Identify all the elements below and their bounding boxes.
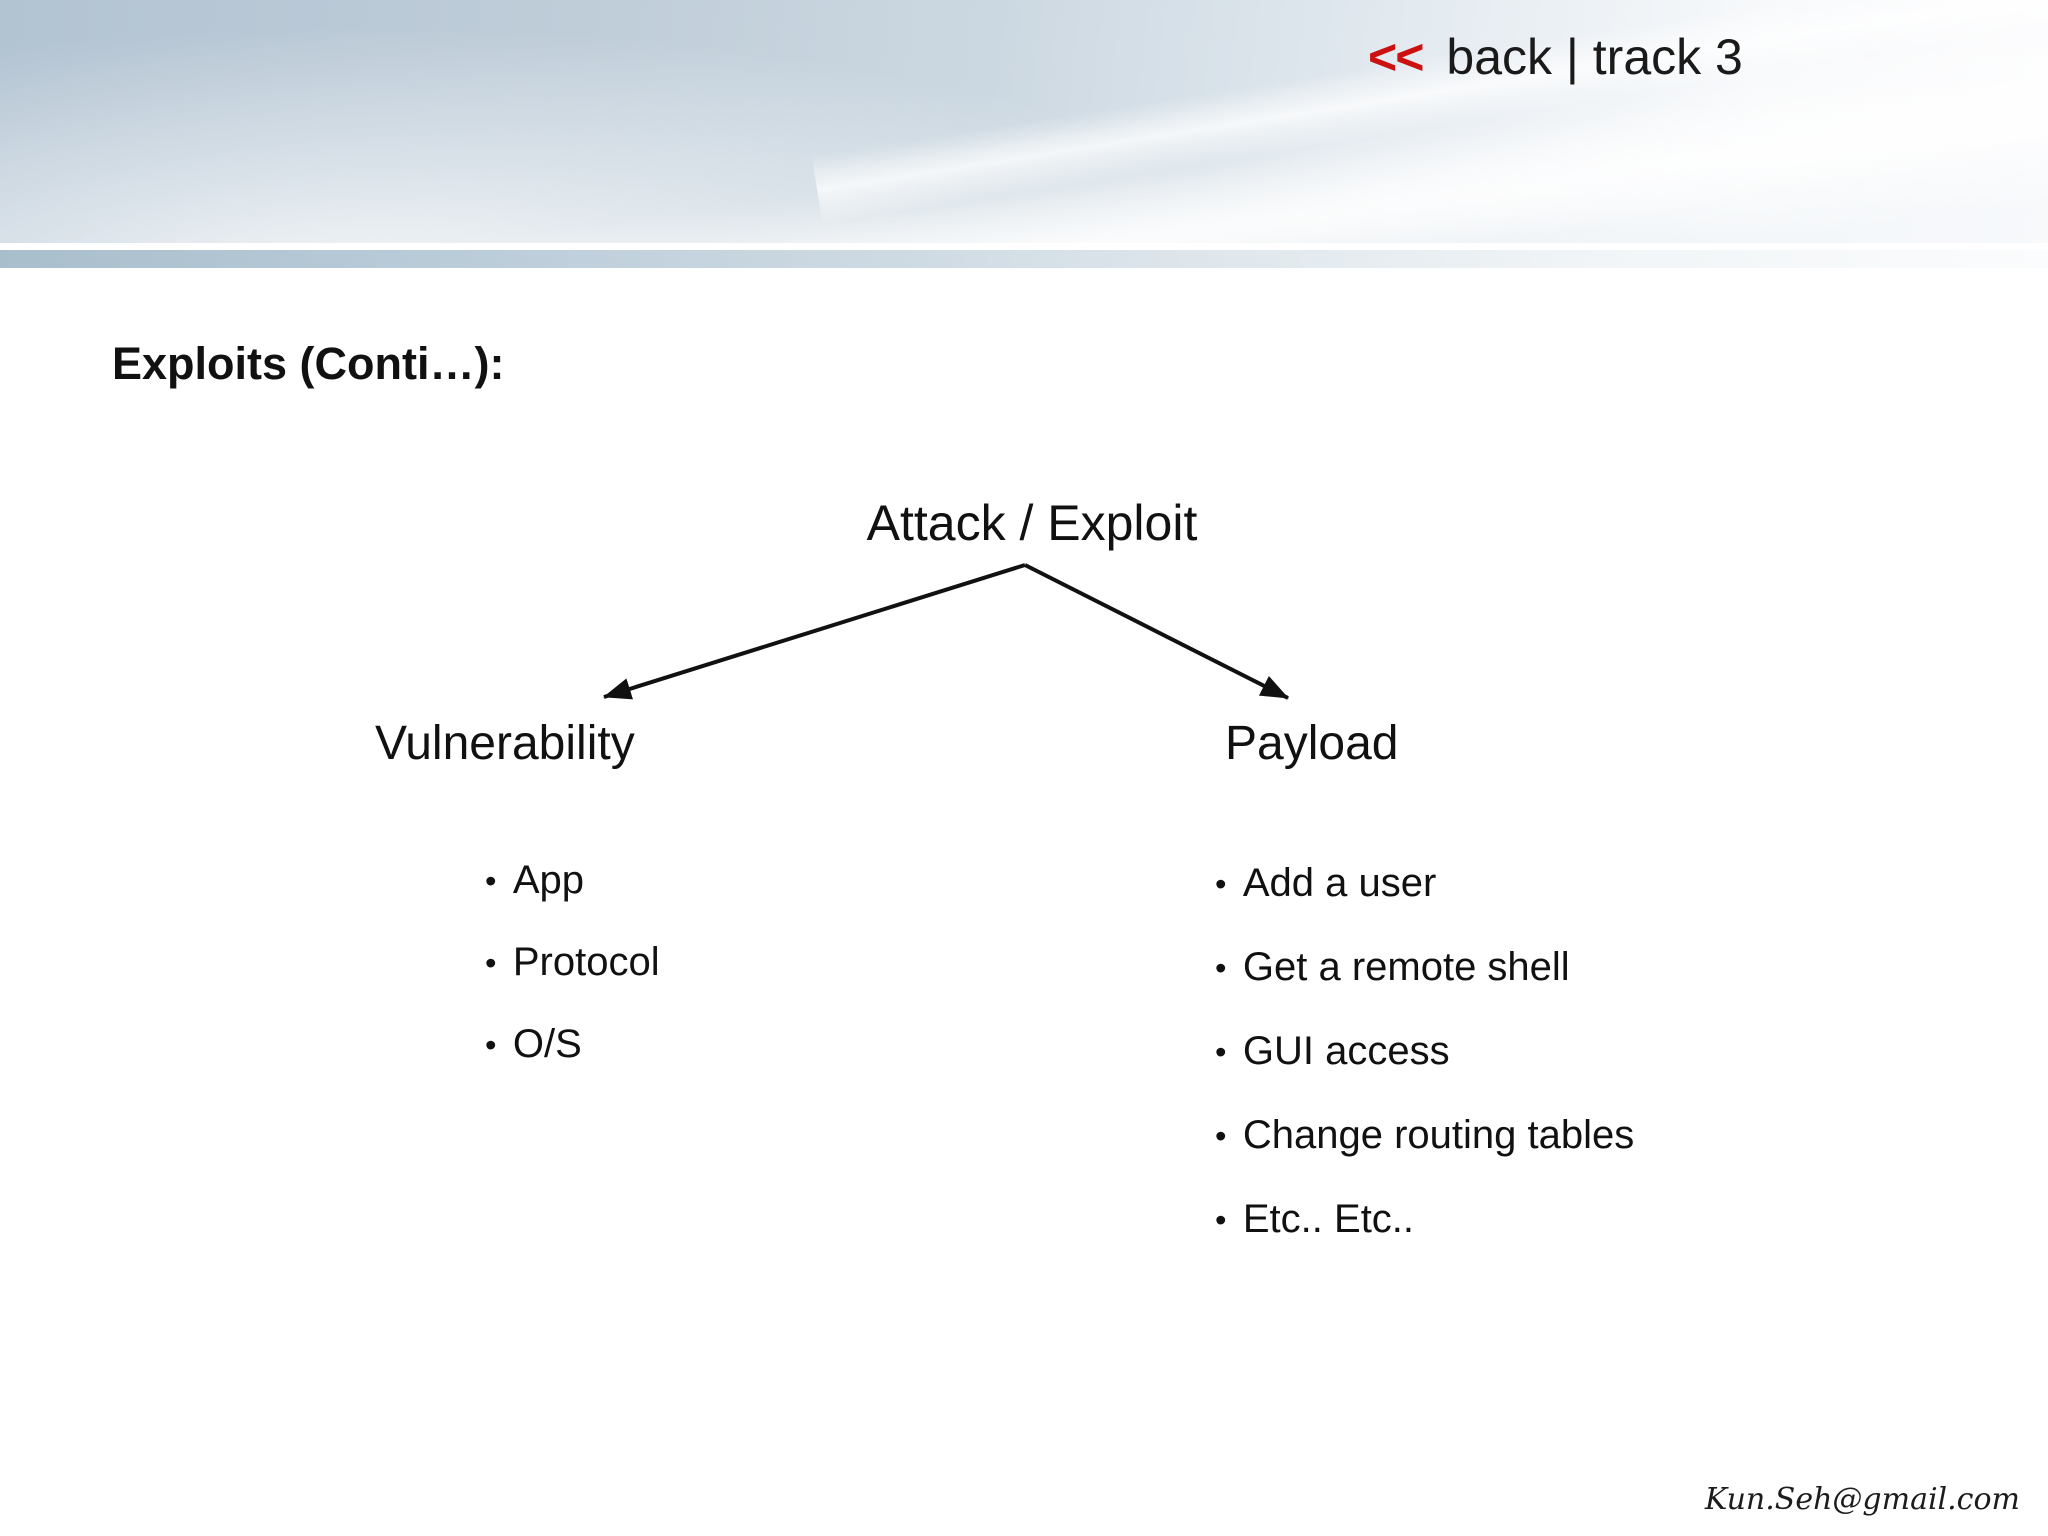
list-item: Change routing tables — [1215, 1094, 1634, 1178]
list-item: O/S — [485, 1004, 660, 1086]
slide-title: Exploits (Conti…): — [112, 338, 505, 389]
nav-label: back | track 3 — [1446, 29, 1743, 85]
branch-label-payload: Payload — [1225, 717, 1399, 770]
list-item: Protocol — [485, 922, 660, 1004]
header-band — [0, 0, 2048, 243]
arrow-left-branch — [603, 563, 1026, 700]
arrow-right-branch — [1024, 563, 1289, 700]
author-email: Kun.Seh@gmail.com — [1704, 1482, 2020, 1517]
vulnerability-list: App Protocol O/S — [485, 840, 660, 1086]
list-item: Etc.. Etc.. — [1215, 1178, 1634, 1262]
nav-back-track[interactable]: << back | track 3 — [1368, 26, 1743, 88]
diagram-root-label: Attack / Exploit — [866, 495, 1198, 551]
branch-label-vulnerability: Vulnerability — [375, 717, 635, 770]
back-chevrons-icon: << — [1368, 29, 1424, 85]
list-item: GUI access — [1215, 1010, 1634, 1094]
header-accent-strip — [0, 250, 2048, 268]
list-item: App — [485, 840, 660, 922]
payload-list: Add a user Get a remote shell GUI access… — [1215, 842, 1634, 1262]
list-item: Add a user — [1215, 842, 1634, 926]
list-item: Get a remote shell — [1215, 926, 1634, 1010]
